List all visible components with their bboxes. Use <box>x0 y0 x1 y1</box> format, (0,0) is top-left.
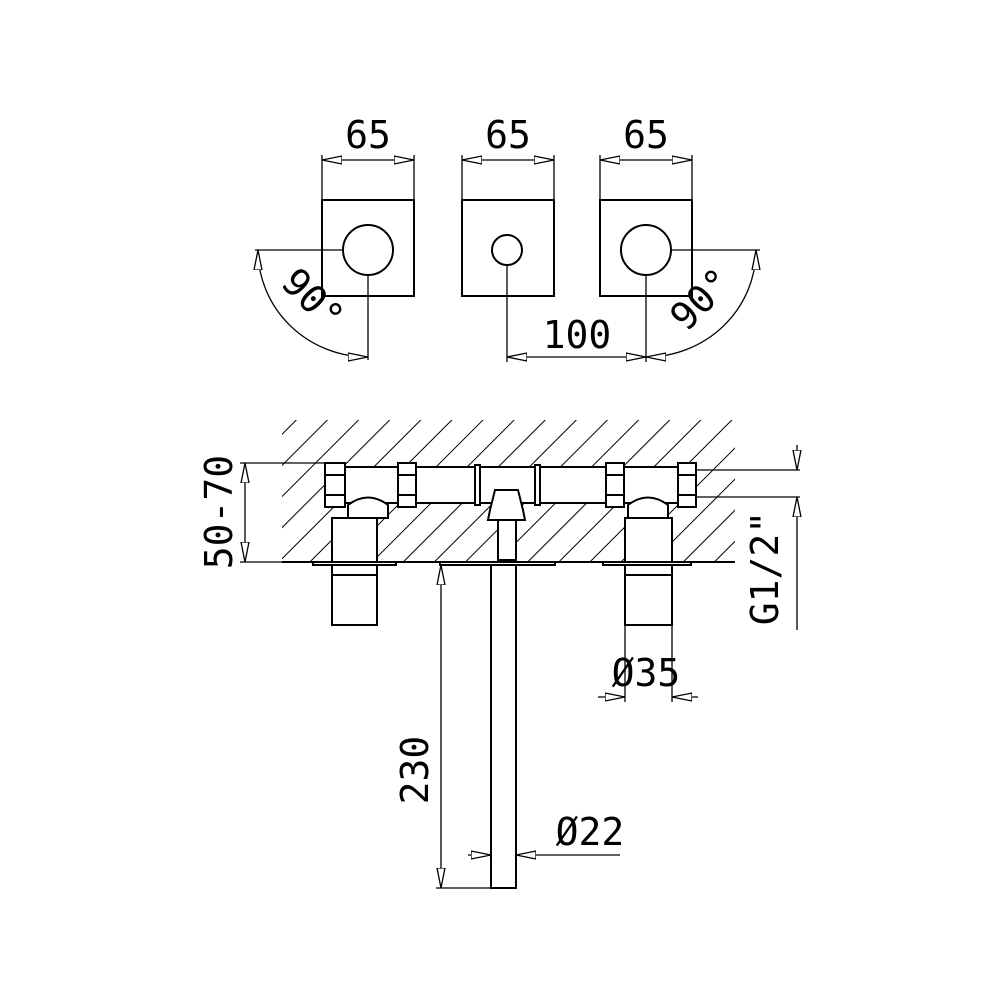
right-handle-side <box>602 517 692 626</box>
dimension-width-left: 65 <box>321 113 415 200</box>
spout-plate <box>461 199 555 297</box>
angle-label: 90° <box>273 259 353 339</box>
top-view: 65 65 65 90° <box>255 113 760 362</box>
dim-label: 100 <box>543 313 612 357</box>
dim-label: 230 <box>393 736 437 805</box>
spout <box>439 519 556 889</box>
dimension-spout-length: 230 <box>393 565 491 889</box>
dim-label: Ø35 <box>612 651 681 695</box>
dim-label: Ø22 <box>556 810 625 854</box>
rotation-right: 90° <box>645 249 760 362</box>
dim-label: 65 <box>485 113 531 157</box>
right-handle <box>620 224 672 276</box>
dimension-width-right: 65 <box>599 113 693 200</box>
dim-label: 50-70 <box>197 455 241 569</box>
angle-label: 90° <box>661 259 741 339</box>
dimension-width-middle: 65 <box>461 113 555 200</box>
dimension-spacing: 100 <box>506 265 646 362</box>
side-view: 50-70 G1/2" Ø35 230 Ø22 <box>197 420 800 889</box>
left-handle-side <box>312 517 397 626</box>
valve-body <box>324 462 697 521</box>
rotation-left: 90° <box>255 249 369 360</box>
dimension-thread: G1/2" <box>696 445 800 630</box>
dimension-spout-diameter: Ø22 <box>468 810 624 855</box>
dim-label: G1/2" <box>743 511 787 625</box>
dim-label: 65 <box>623 113 669 157</box>
dim-label: 65 <box>345 113 391 157</box>
left-handle <box>342 224 394 276</box>
spout-outlet <box>491 234 523 266</box>
dimension-handle-diameter: Ø35 <box>598 625 698 702</box>
dimension-wall-depth: 50-70 <box>197 455 325 569</box>
